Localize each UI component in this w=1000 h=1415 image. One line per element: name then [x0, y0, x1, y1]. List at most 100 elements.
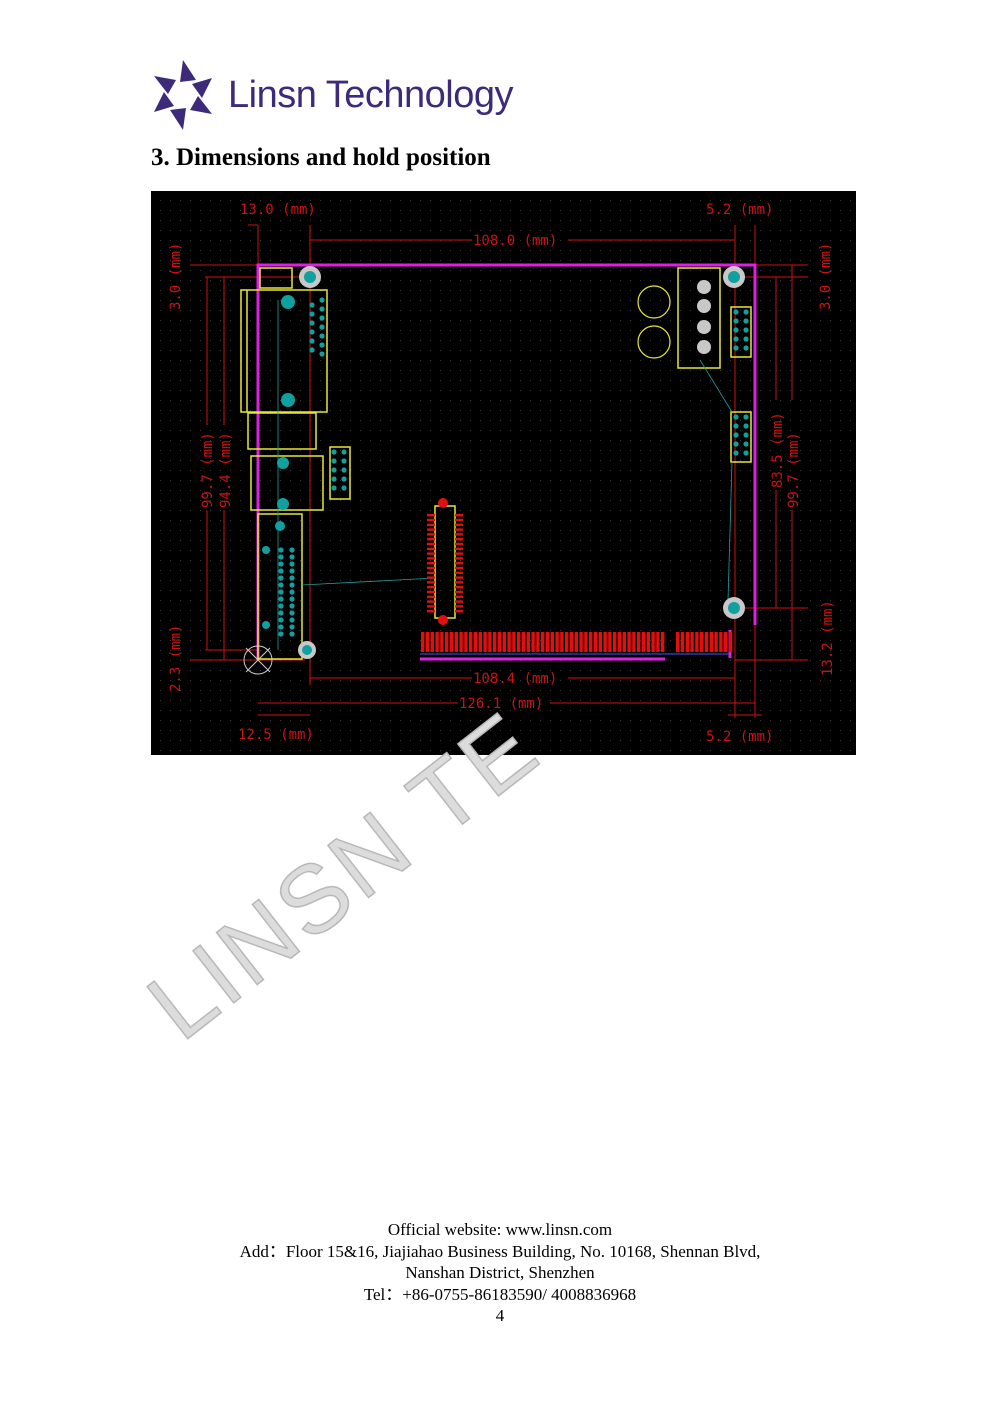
- pad: [289, 547, 295, 553]
- connector-pin: [579, 632, 583, 652]
- pad: [278, 603, 284, 609]
- connector-pin: [584, 632, 588, 652]
- pad: [309, 347, 315, 353]
- header-pin: [455, 581, 463, 584]
- connector-pin: [593, 632, 598, 652]
- header-pin: [455, 576, 463, 579]
- connector-pin: [695, 632, 699, 652]
- pad: [743, 432, 749, 438]
- header-pin: [427, 552, 435, 555]
- header-pin: [455, 600, 463, 603]
- dim-top-left: 13.0 (mm): [240, 202, 316, 218]
- header-pin: [455, 547, 463, 550]
- header-pin: [455, 514, 463, 517]
- pcb-dimension-drawing: 13.0 (mm) 5.2 (mm) 108.0 (mm) 3.0 (mm) 3…: [151, 191, 856, 755]
- connector-pin: [709, 632, 713, 652]
- header-pin: [427, 595, 435, 598]
- connector-pin: [704, 632, 709, 652]
- connector-pin: [449, 632, 454, 652]
- header-pin: [427, 562, 435, 565]
- dim-top-right: 5.2 (mm): [706, 202, 773, 218]
- connector-pin: [589, 632, 593, 652]
- connector-pin: [627, 632, 631, 652]
- dim-top-width: 108.0 (mm): [473, 233, 557, 249]
- header-pin: [455, 528, 463, 531]
- pad: [289, 575, 295, 581]
- header-pin: [455, 566, 463, 570]
- connector-pin: [632, 632, 636, 652]
- pad: [733, 318, 739, 324]
- header-pin: [455, 552, 463, 555]
- pad: [319, 306, 325, 312]
- connector-pin: [545, 632, 550, 652]
- pad: [319, 351, 325, 357]
- connector-pin: [421, 632, 425, 652]
- pad: [289, 589, 295, 595]
- header-pin: [427, 523, 435, 526]
- header-pin: [427, 610, 435, 613]
- header-pin: [455, 557, 463, 560]
- connector-pin: [603, 632, 607, 652]
- header-pin: [455, 605, 463, 608]
- pad: [278, 568, 284, 574]
- connector-pin: [651, 632, 655, 652]
- dim-right-height-inner: 83.5 (mm): [770, 412, 786, 488]
- pad: [319, 315, 325, 321]
- pad: [733, 423, 739, 429]
- mounting-holes: [298, 266, 745, 659]
- connector-pin: [536, 632, 540, 652]
- connector-pin: [521, 632, 526, 652]
- header-pin: [455, 586, 463, 589]
- pad: [743, 318, 749, 324]
- pad: [733, 309, 739, 315]
- footer-address-line1: Add：Floor 15&16, Jiajiahao Business Buil…: [239, 1241, 761, 1261]
- pad: [289, 596, 295, 602]
- pad: [278, 631, 284, 637]
- pad: [319, 324, 325, 330]
- header-pin: [455, 590, 463, 594]
- connector-pin: [483, 632, 487, 652]
- pad: [743, 441, 749, 447]
- connector-pin: [425, 632, 430, 652]
- header-pin: [455, 518, 463, 522]
- pad: [289, 617, 295, 623]
- dim-bottom-width-inner: 108.4 (mm): [473, 671, 557, 687]
- dim-left-height-outer: 99.7 (mm): [200, 432, 216, 508]
- connector-pin: [598, 632, 602, 652]
- page-number: 4: [495, 1306, 505, 1325]
- pad: [309, 311, 315, 317]
- connector-pin: [608, 632, 612, 652]
- pad: [278, 617, 284, 623]
- header-pin: [427, 571, 435, 574]
- pad: [289, 631, 295, 637]
- connector-pin: [478, 632, 482, 652]
- header-pin: [427, 586, 435, 589]
- connector-pin: [569, 632, 574, 652]
- pad: [733, 432, 739, 438]
- pad: [733, 414, 739, 420]
- connector-pin: [445, 632, 449, 652]
- dim-right-top: 3.0 (mm): [818, 243, 834, 310]
- connector-pin: [565, 632, 569, 652]
- pad: [309, 329, 315, 335]
- connector-pin: [613, 632, 617, 652]
- header-pin: [455, 562, 463, 565]
- connector-pin: [507, 632, 511, 652]
- connector-pin: [497, 632, 502, 652]
- pad: [319, 342, 325, 348]
- dim-bottom-right: 5.2 (mm): [706, 729, 773, 745]
- pads: [262, 280, 711, 629]
- connector-pin: [714, 632, 718, 652]
- header-pin: [427, 528, 435, 531]
- connector-pin: [469, 632, 473, 652]
- header-pin: [427, 600, 435, 603]
- pad: [289, 554, 295, 560]
- pad: [341, 467, 347, 473]
- pad: [341, 458, 347, 464]
- header-pin: [427, 514, 435, 517]
- pad: [289, 582, 295, 588]
- connector-pin: [719, 632, 723, 652]
- dim-left-top: 3.0 (mm): [168, 243, 184, 310]
- header-pin: [427, 590, 435, 594]
- pad: [278, 582, 284, 588]
